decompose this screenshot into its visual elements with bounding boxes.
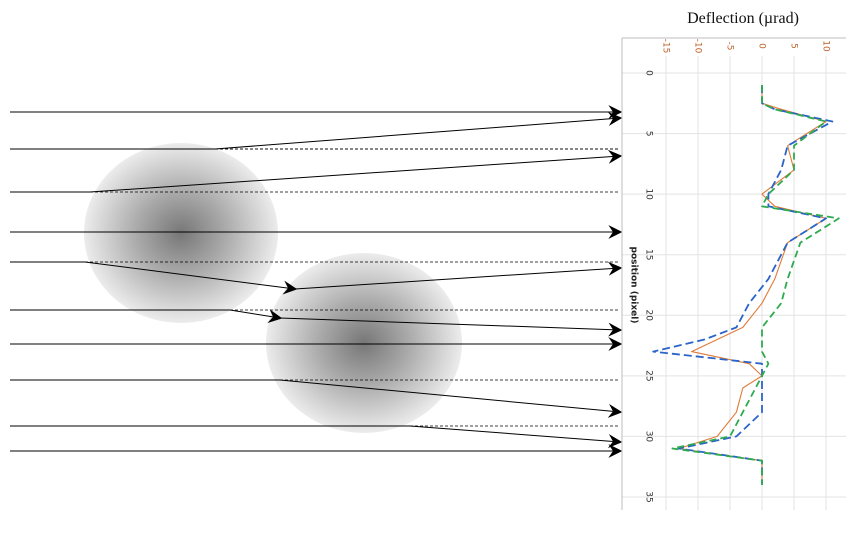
position-tick-label: 35 — [644, 491, 654, 502]
position-tick-label: 0 — [644, 70, 654, 76]
ray-lines — [10, 105, 623, 458]
position-axis-label: position (pixel) — [629, 247, 639, 324]
plot-title: Deflection (µrad) — [687, 10, 799, 27]
deflection-tick-label: -15 — [661, 39, 671, 54]
deflection-tick-label: -10 — [693, 39, 703, 54]
sphere-upper — [84, 143, 278, 323]
position-tick-label: 25 — [644, 370, 654, 381]
position-tick-label: 30 — [644, 431, 654, 443]
series-line-1 — [652, 85, 834, 485]
series-line-2 — [671, 85, 840, 485]
deflection-tick-label: 0 — [757, 43, 767, 49]
deflection-tick-labels: -15 -10 -5 0 5 10 — [661, 39, 831, 54]
position-tick-label: 5 — [644, 131, 654, 137]
plot-axes — [621, 37, 846, 510]
plot-series — [652, 85, 840, 485]
deflection-tick-label: 10 — [821, 40, 831, 52]
deflection-plot: Deflection (µrad) -15 -10 -5 0 5 10 0 5 10 15 20 2… — [621, 10, 846, 510]
position-tick-label: 10 — [644, 188, 654, 200]
position-tick-label: 20 — [644, 310, 654, 322]
series-line-0 — [678, 85, 827, 485]
position-tick-labels: 0 5 10 15 20 25 30 35 — [644, 70, 654, 503]
sphere-lower — [266, 253, 462, 433]
plot-grid — [622, 56, 846, 510]
position-tick-label: 15 — [644, 249, 654, 260]
deflection-tick-label: 5 — [789, 43, 799, 49]
deflection-tick-label: -5 — [725, 42, 735, 51]
